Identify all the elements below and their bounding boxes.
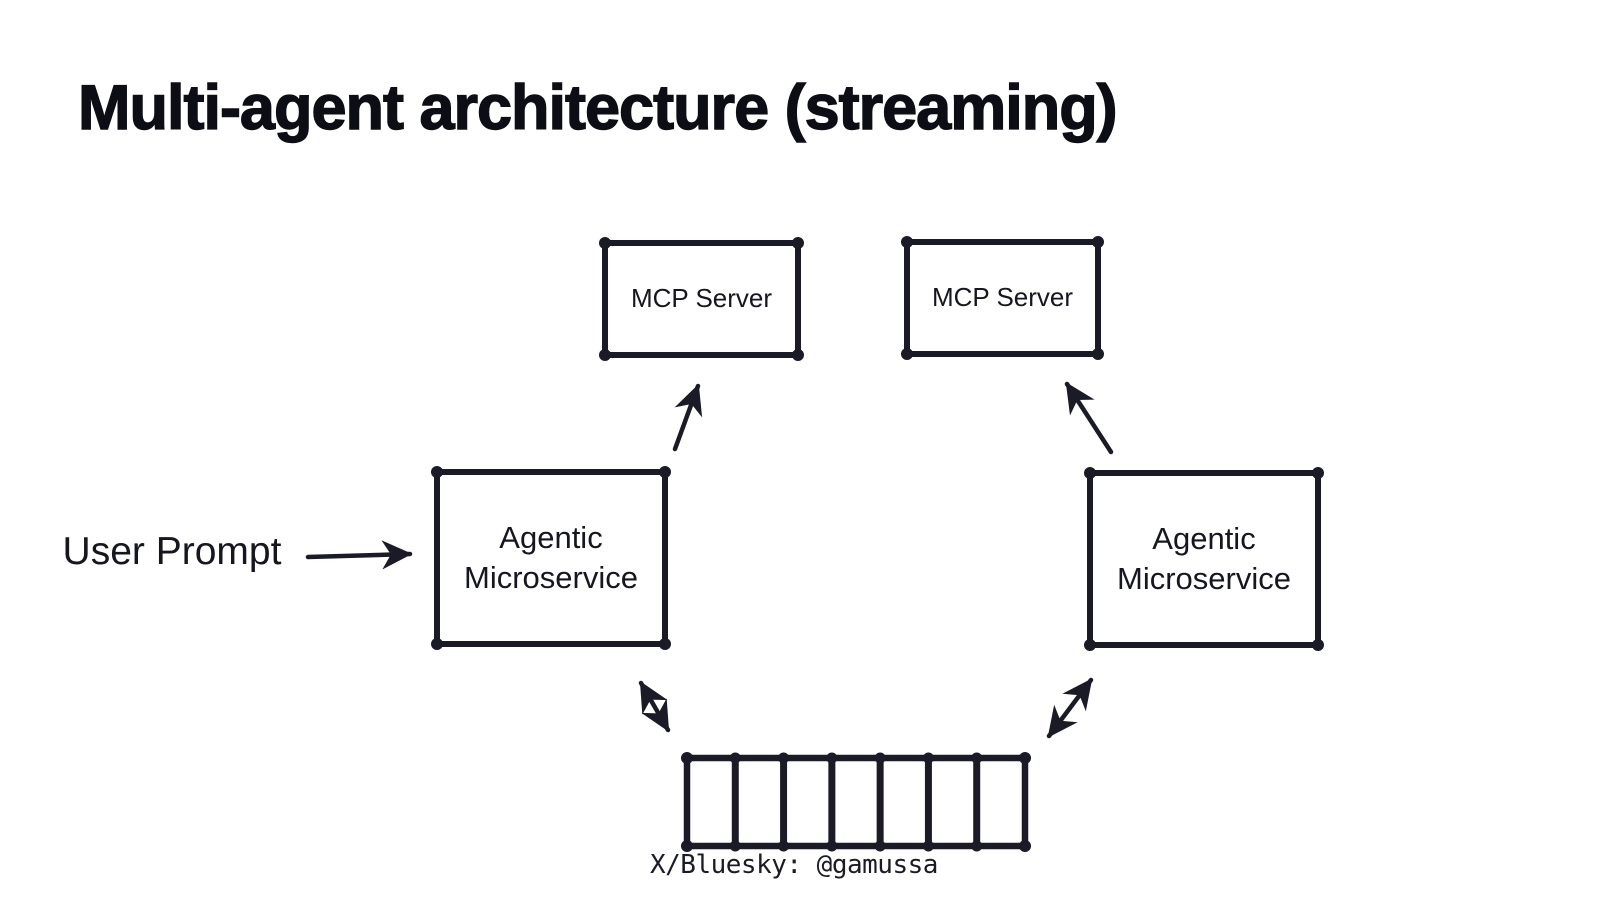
corner-dot bbox=[659, 466, 671, 478]
queue-joint-dot bbox=[826, 752, 838, 764]
corner-dot bbox=[659, 638, 671, 650]
queue-joint-dot bbox=[729, 840, 741, 852]
agentic-microservice-left-box bbox=[434, 469, 668, 647]
queue-joint-dot bbox=[922, 840, 934, 852]
corner-dot bbox=[599, 349, 611, 361]
queue-joint-dot bbox=[922, 752, 934, 764]
corner-dot bbox=[901, 348, 913, 360]
corner-dot bbox=[1019, 840, 1031, 852]
slide-title: Multi-agent architecture (streaming) bbox=[77, 72, 1118, 143]
corner-dot bbox=[1084, 467, 1096, 479]
corner-dot bbox=[599, 237, 611, 249]
corner-dot bbox=[1019, 752, 1031, 764]
queue-joint-dot bbox=[874, 840, 886, 852]
corner-dot bbox=[792, 237, 804, 249]
queue-joint-dot bbox=[778, 752, 790, 764]
user-prompt-label: User Prompt bbox=[62, 530, 282, 573]
queue-joint-dot bbox=[778, 840, 790, 852]
mcp-server-right-label: MCP Server bbox=[931, 282, 1074, 313]
social-handle: X/Bluesky: @gamussa bbox=[650, 850, 938, 880]
event-stream-queue bbox=[681, 752, 1031, 852]
corner-dot bbox=[681, 840, 693, 852]
agent-right-to-mcp-arrow bbox=[1064, 381, 1114, 455]
agentic-microservice-left-label: Agentic Microservice bbox=[464, 519, 638, 595]
corner-dot bbox=[431, 638, 443, 650]
corner-dot bbox=[1312, 639, 1324, 651]
mcp-server-left-box bbox=[602, 240, 801, 358]
queue-joint-dot bbox=[971, 840, 983, 852]
corner-dot bbox=[792, 349, 804, 361]
queue-joint-dot bbox=[971, 752, 983, 764]
mcp-server-right-box bbox=[904, 239, 1101, 357]
corner-dot bbox=[681, 752, 693, 764]
corner-dot bbox=[1312, 467, 1324, 479]
agentic-microservice-right-box bbox=[1087, 470, 1321, 648]
corner-dot bbox=[431, 466, 443, 478]
corner-dot bbox=[1092, 236, 1104, 248]
agent-left-stream-bidirectional-arrow bbox=[638, 680, 671, 733]
user-prompt-arrow bbox=[305, 540, 413, 570]
corner-dot bbox=[1092, 348, 1104, 360]
agentic-microservice-right-label: Agentic Microservice bbox=[1117, 520, 1291, 596]
queue-joint-dot bbox=[874, 752, 886, 764]
agent-right-stream-bidirectional-arrow bbox=[1046, 677, 1094, 739]
agent-left-to-mcp-arrow bbox=[672, 383, 703, 452]
event-stream-outline bbox=[683, 754, 1029, 850]
queue-joint-dot bbox=[826, 840, 838, 852]
queue-joint-dot bbox=[729, 752, 741, 764]
corner-dot bbox=[1084, 639, 1096, 651]
mcp-server-left-label: MCP Server bbox=[630, 283, 773, 314]
corner-dot bbox=[901, 236, 913, 248]
